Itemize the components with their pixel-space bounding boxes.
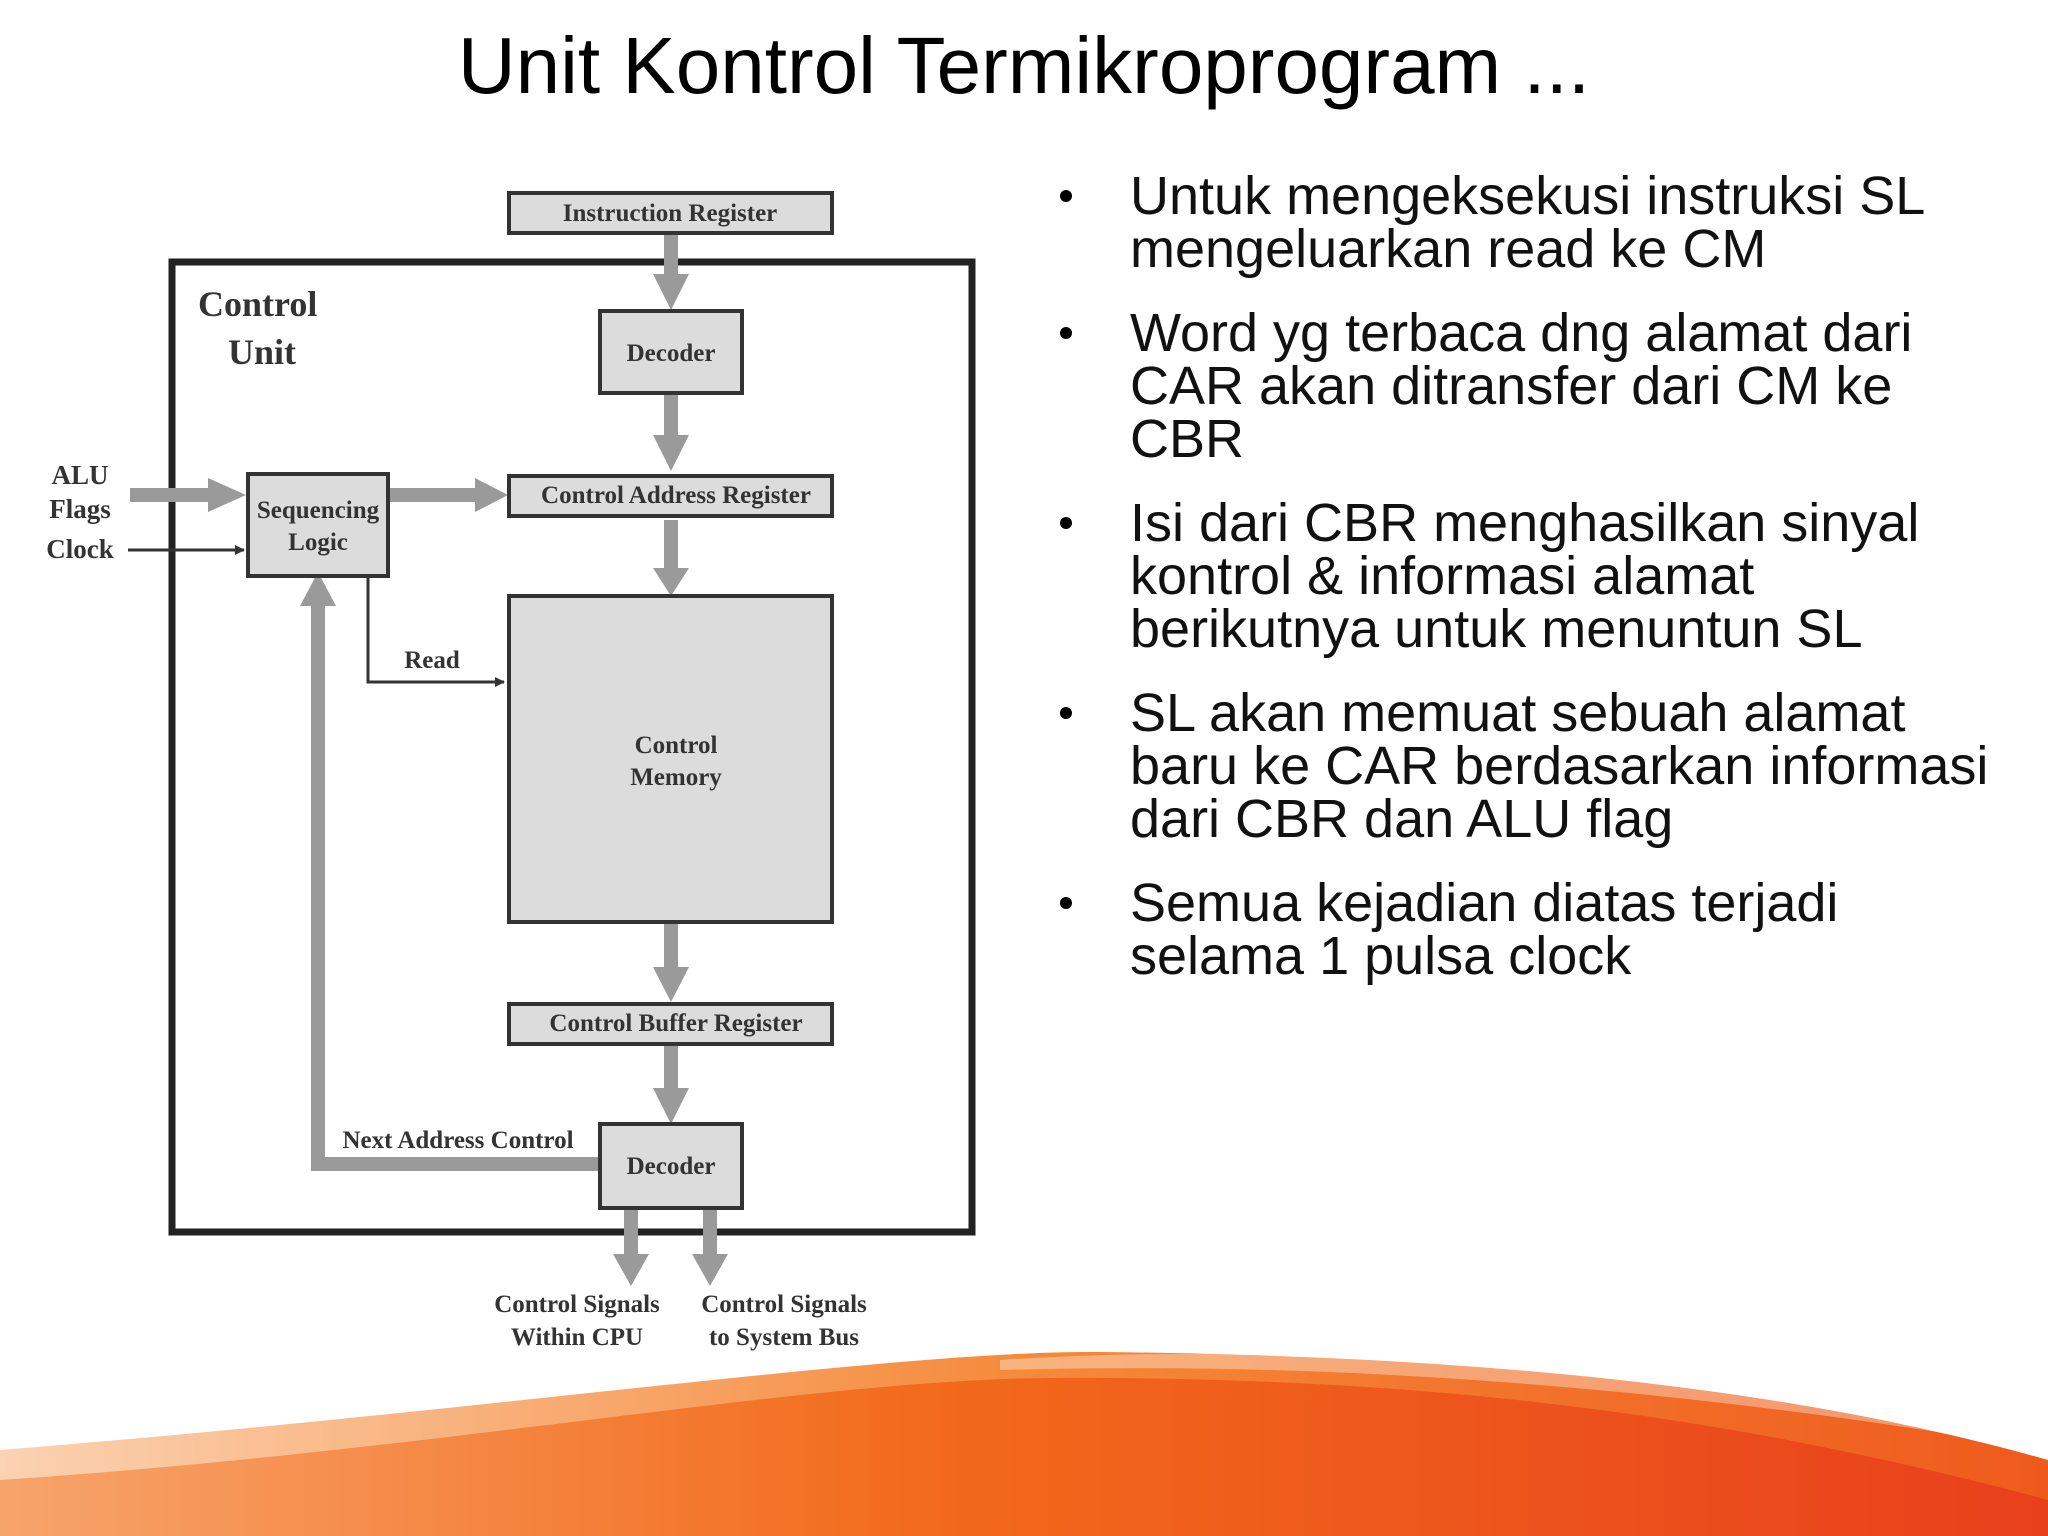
next-address-feedback-arrow (300, 572, 601, 1171)
control-buffer-register-block: Control Buffer Register (507, 1002, 834, 1046)
bullet-dot-icon (1060, 190, 1072, 202)
bullet-text: SL akan memuat sebuah alamat baru ke CAR… (1130, 683, 1989, 849)
bullet-list: Untuk mengeksekusi instruksi SL mengelua… (1040, 169, 2000, 1014)
decoder-top-block: Decoder (598, 309, 744, 395)
instruction-register-label: Instruction Register (563, 200, 778, 227)
slide-title: Unit Kontrol Termikroprogram ... (457, 21, 1591, 110)
control-address-register-block: Control Address Register (507, 474, 834, 518)
control-unit-frame (168, 258, 976, 1236)
control-memory-block: Control Memory (507, 594, 834, 924)
next-address-control-label: Next Address Control (342, 1127, 573, 1154)
bullet-text: Isi dari CBR menghasilkan sinyal kontrol… (1130, 493, 1920, 659)
read-arrow (366, 576, 505, 687)
sequencing-logic-label-line2: Logic (288, 529, 348, 556)
signals-bus-label-line1: Control Signals (701, 1291, 867, 1318)
bullet-dot-icon (1060, 327, 1072, 339)
signals-bus-label-line2: to System Bus (709, 1324, 859, 1351)
instruction-register-block: Instruction Register (507, 191, 834, 235)
control-unit-label-line1: Control (198, 284, 317, 324)
decoder-bottom-label: Decoder (627, 1153, 716, 1180)
bullet-text: Word yg terbaca dng alamat dari CAR akan… (1130, 303, 1913, 469)
sequencing-logic-label-line1: Sequencing (257, 497, 380, 524)
bullet-text: Untuk mengeksekusi instruksi SL mengelua… (1130, 166, 1924, 279)
bullet-text: Semua kejadian diatas terjadi selama 1 p… (1130, 873, 1839, 986)
signals-cpu-label-line1: Control Signals (494, 1291, 660, 1318)
control-unit-label-line2: Unit (228, 332, 296, 372)
control-memory-label-line2: Memory (630, 764, 722, 791)
control-address-register-label: Control Address Register (541, 482, 811, 509)
clock-label: Clock (46, 534, 114, 564)
control-memory-label-line1: Control (635, 732, 718, 759)
sequencing-logic-block: Sequencing Logic (246, 472, 390, 578)
alu-flags-label-line1: ALU (51, 460, 108, 490)
bullet-item: Semua kejadian diatas terjadi selama 1 p… (1040, 876, 2000, 983)
bullet-item: Word yg terbaca dng alamat dari CAR akan… (1040, 306, 2000, 466)
footer-swoosh-decoration (0, 1351, 2048, 1536)
bullet-dot-icon (1060, 517, 1072, 529)
decoder-bottom-block: Decoder (598, 1122, 744, 1210)
bullet-item: Untuk mengeksekusi instruksi SL mengelua… (1040, 169, 2000, 276)
decoder-top-label: Decoder (627, 340, 716, 367)
gray-arrows (130, 235, 728, 1286)
signals-cpu-label-line2: Within CPU (511, 1324, 643, 1351)
alu-flags-label-line2: Flags (49, 494, 111, 524)
bullet-item: Isi dari CBR menghasilkan sinyal kontrol… (1040, 496, 2000, 656)
bullet-item: SL akan memuat sebuah alamat baru ke CAR… (1040, 686, 2000, 846)
control-buffer-register-label: Control Buffer Register (549, 1010, 802, 1037)
bullet-dot-icon (1060, 897, 1072, 909)
read-label: Read (404, 647, 460, 674)
bullet-dot-icon (1060, 707, 1072, 719)
